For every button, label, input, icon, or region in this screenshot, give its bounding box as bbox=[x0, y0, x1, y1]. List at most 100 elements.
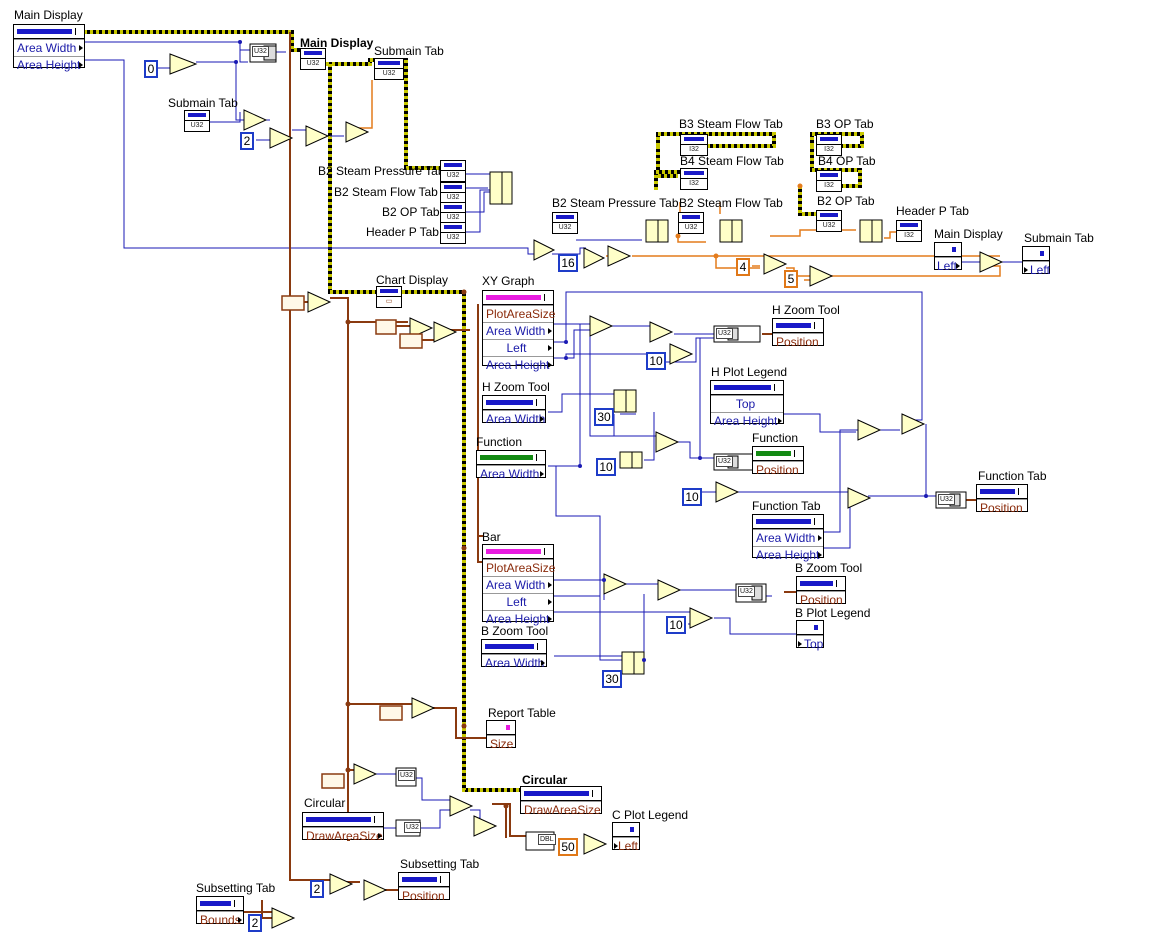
u32-tag: U32 bbox=[738, 586, 755, 597]
b4-steam-flow-tab-node[interactable]: I32 bbox=[680, 168, 708, 190]
compound-adds bbox=[489, 171, 883, 675]
xy-graph-property-node[interactable]: PlotAreaSize Area Width Left Area Height bbox=[482, 290, 556, 372]
constant-sixteen[interactable]: 16 bbox=[558, 254, 578, 272]
label-main-display-mid: Main Display bbox=[300, 36, 374, 50]
divide-prim bbox=[329, 873, 354, 895]
subtract-prim bbox=[657, 579, 682, 601]
constant-thirty[interactable]: 30 bbox=[594, 408, 614, 426]
area-width-field: Area Width bbox=[480, 467, 540, 481]
draw-area-size-field: DrawAreaSize bbox=[524, 803, 601, 817]
main-display-left-node[interactable]: Left bbox=[934, 242, 962, 273]
u32-tag: U32 bbox=[938, 494, 955, 505]
multiply-prim bbox=[763, 253, 788, 275]
area-width-field: Area Width bbox=[756, 531, 816, 545]
circular-draw-area-read-node[interactable]: DrawAreaSize bbox=[302, 812, 384, 843]
label-chart-display: Chart Display bbox=[376, 273, 449, 287]
b-zoom-tool-position-node[interactable]: Position bbox=[796, 576, 846, 607]
constant-four[interactable]: 4 bbox=[736, 258, 750, 276]
draw-area-size-field: DrawAreaSize bbox=[306, 829, 383, 843]
label-b4-op: B4 OP Tab bbox=[818, 154, 876, 168]
label-b3-steam-flow: B3 Steam Flow Tab bbox=[679, 117, 783, 131]
subsetting-tab-bounds-node[interactable]: Bounds bbox=[196, 896, 244, 927]
divide-prim bbox=[271, 907, 296, 929]
subsetting-tab-position-node[interactable]: Position bbox=[398, 872, 450, 903]
label-h-plot-legend: H Plot Legend bbox=[711, 365, 788, 379]
constant-two[interactable]: 2 bbox=[310, 880, 324, 898]
function-tab-property-node[interactable]: Area Width Area Height bbox=[752, 514, 824, 562]
chart-display-tab-node[interactable]: ▭ bbox=[376, 286, 402, 308]
constant-five[interactable]: 5 bbox=[784, 270, 798, 288]
c-plot-legend-left-node[interactable]: Left bbox=[612, 822, 640, 853]
submain-tab-node[interactable]: U32 bbox=[374, 58, 404, 80]
b2-steam-pressure-tab-node[interactable]: U32 bbox=[440, 160, 466, 182]
subtract-prim bbox=[353, 763, 378, 785]
subtract-prim bbox=[533, 239, 556, 261]
report-table-size-node[interactable]: Size bbox=[486, 720, 516, 751]
area-width-field: Area Width bbox=[485, 656, 545, 670]
add-prim bbox=[603, 573, 628, 595]
b-zoom-tool-area-width-node[interactable]: Area Width bbox=[481, 639, 547, 670]
constant-two[interactable]: 2 bbox=[240, 132, 254, 150]
u32-tag: U32 bbox=[716, 328, 733, 339]
b2-op-tab-node[interactable]: U32 bbox=[440, 202, 466, 224]
h-zoom-tool-position-node[interactable]: Position bbox=[772, 318, 824, 349]
submain-tab-left-node[interactable]: Left bbox=[1022, 246, 1050, 277]
b3-op-tab-node[interactable]: I32 bbox=[816, 134, 842, 156]
primitives bbox=[169, 53, 1004, 929]
left-field: Left bbox=[937, 259, 958, 273]
subtract-prim bbox=[363, 879, 388, 901]
b4-op-tab-node[interactable]: I32 bbox=[816, 170, 842, 192]
junction-dots-orange bbox=[675, 183, 803, 259]
area-width-field: Area Width bbox=[486, 324, 546, 338]
constant-ten[interactable]: 10 bbox=[682, 488, 702, 506]
junction-dots bbox=[234, 40, 928, 662]
main-display-tab-node[interactable]: U32 bbox=[300, 48, 326, 70]
bar-property-node[interactable]: PlotAreaSize Area Width Left Area Height bbox=[482, 544, 555, 626]
function-position-node[interactable]: Position bbox=[752, 446, 804, 477]
label-b-zoom-tool: B Zoom Tool bbox=[795, 561, 863, 575]
label-main-display-right: Main Display bbox=[934, 227, 1003, 241]
b2-op-tab-node-2[interactable]: U32 bbox=[816, 210, 842, 232]
function-tab-position-node[interactable]: Position bbox=[976, 484, 1028, 515]
subtract-prim bbox=[169, 53, 198, 75]
b2-steam-pressure-tab-node-2[interactable]: U32 bbox=[552, 212, 578, 234]
subtract-prim bbox=[243, 109, 268, 131]
b-plot-legend-top-node[interactable]: Top bbox=[796, 620, 824, 651]
b2-steam-flow-tab-node[interactable]: U32 bbox=[440, 182, 466, 204]
top-field: Top bbox=[735, 397, 756, 411]
left-field: Left bbox=[506, 341, 527, 355]
position-field: Position bbox=[402, 889, 445, 903]
constant-ten[interactable]: 10 bbox=[596, 458, 616, 476]
b2-steam-flow-tab-node-2[interactable]: U32 bbox=[678, 212, 704, 234]
header-p-tab-node-2[interactable]: I32 bbox=[896, 220, 922, 242]
multiply-prim bbox=[473, 815, 498, 837]
refnum-icons bbox=[281, 295, 423, 789]
label-function-tab-2: Function Tab bbox=[752, 499, 821, 513]
size-field: Size bbox=[490, 737, 514, 751]
add-prim bbox=[345, 121, 370, 143]
h-zoom-tool-area-width-node[interactable]: Area Width bbox=[482, 395, 546, 426]
label-b2-steam-pressure: B2 Steam Pressure Tab bbox=[318, 164, 445, 178]
label-b2-op: B2 OP Tab bbox=[382, 205, 440, 219]
subtract-prim bbox=[307, 291, 332, 313]
left-field: Left bbox=[506, 595, 527, 609]
constant-ten[interactable]: 10 bbox=[666, 616, 686, 634]
label-b-zoom-tool-2: B Zoom Tool bbox=[481, 624, 549, 638]
junction-dots-brown bbox=[345, 289, 509, 809]
header-p-tab-node[interactable]: U32 bbox=[440, 222, 466, 244]
label-bar: Bar bbox=[482, 530, 501, 544]
label-header-p: Header P Tab bbox=[366, 225, 439, 239]
h-plot-legend-property-node[interactable]: Top Area Height bbox=[710, 380, 784, 428]
area-width-field: Area Width bbox=[486, 412, 546, 426]
constant-thirty[interactable]: 30 bbox=[602, 670, 622, 688]
constant-zero[interactable]: 0 bbox=[144, 60, 158, 78]
function-area-width-node[interactable]: Area Width bbox=[476, 450, 546, 481]
main-display-property-node[interactable]: Area Width Area Height bbox=[13, 24, 85, 72]
plot-area-size-field: PlotAreaSize bbox=[486, 307, 556, 321]
constant-two[interactable]: 2 bbox=[248, 914, 262, 932]
circular-draw-area-node[interactable]: DrawAreaSize bbox=[520, 786, 602, 817]
b3-steam-flow-tab-node[interactable]: I32 bbox=[680, 134, 708, 156]
submain-tab-page-node[interactable]: U32 bbox=[184, 110, 210, 132]
constant-ten[interactable]: 10 bbox=[646, 352, 666, 370]
constant-fifty[interactable]: 50 bbox=[558, 838, 578, 856]
